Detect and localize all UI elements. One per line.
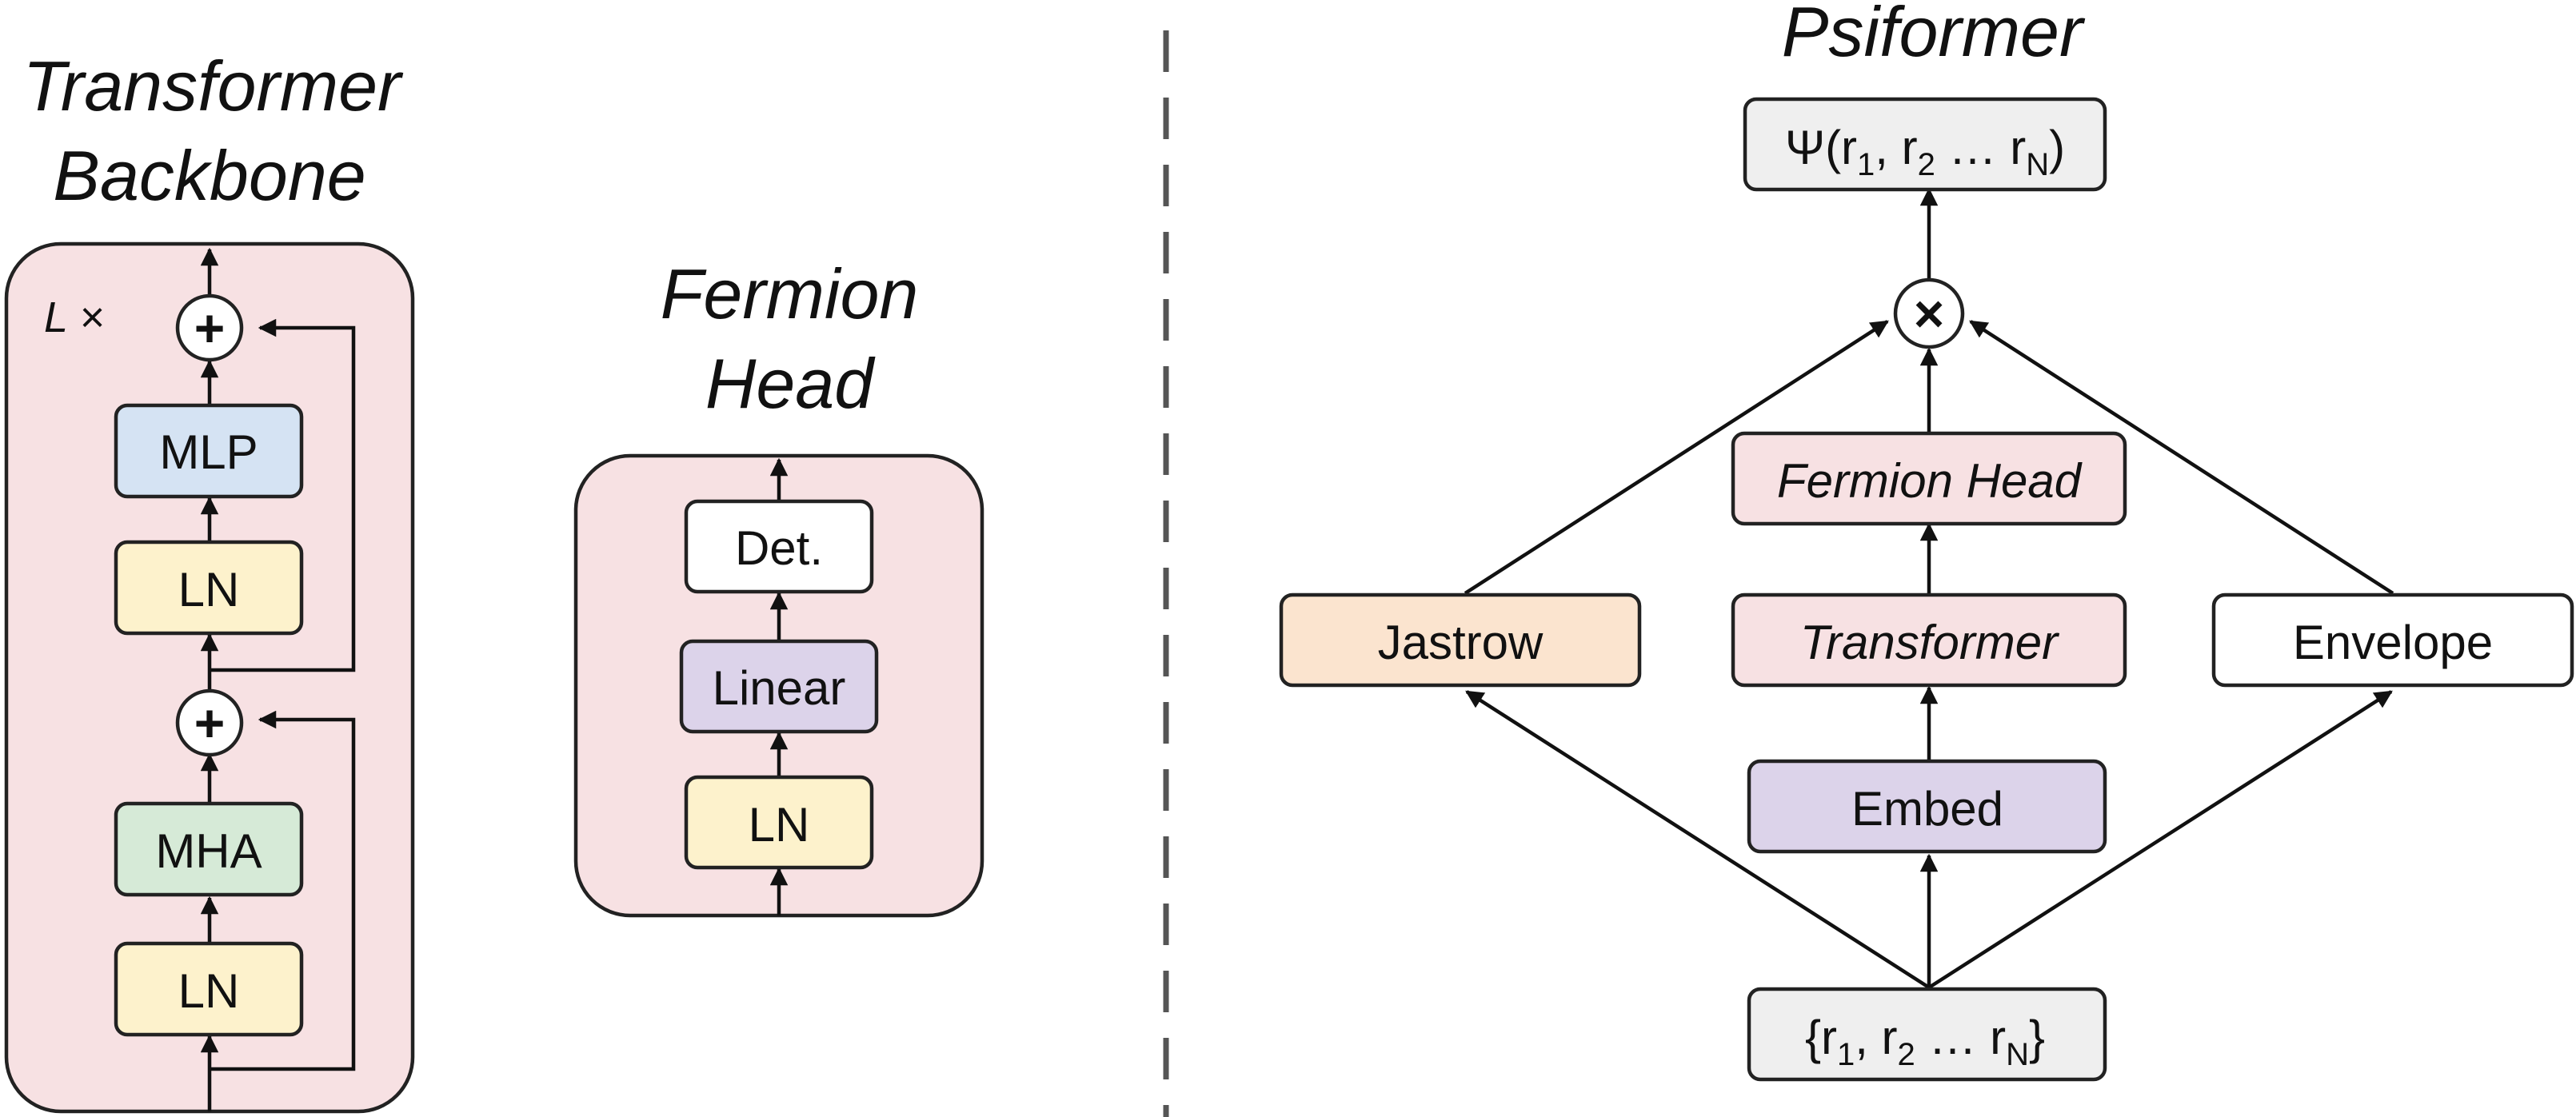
transformer-block-label: Transformer — [1800, 616, 2059, 669]
arrow-input-to-jastrow — [1465, 690, 1931, 989]
ln-label-bottom: LN — [178, 964, 240, 1018]
repeat-label: L × — [44, 293, 105, 341]
wavefunction-output-label: Ψ(r1, r2 … rN) — [1785, 121, 2065, 182]
jastrow-block-label: Jastrow — [1378, 616, 1544, 669]
embed-block-label: Embed — [1851, 782, 2003, 836]
residual-skip-bottom — [210, 710, 356, 1071]
transformer-block: Transformer — [1731, 592, 2127, 688]
arrow-jastrow-to-multiply — [1464, 320, 1889, 595]
transformer-backbone-panel: Transformer Backbone L × MLP LN MHA — [4, 46, 415, 1114]
ln-block-bottom: LN — [114, 941, 304, 1037]
fermion-ln-block: LN — [684, 775, 874, 870]
fermion-head-title-line1: Fermion — [661, 254, 919, 333]
embed-block: Embed — [1747, 759, 2107, 854]
wavefunction-output-box: Ψ(r1, r2 … rN) — [1743, 97, 2107, 192]
det-label: Det. — [735, 521, 823, 575]
psiformer-title: Psiformer — [1782, 0, 2086, 71]
electron-positions-input-box: {r1, r2 … rN} — [1747, 987, 2107, 1082]
mha-label: MHA — [155, 824, 262, 878]
fermion-head-title-line2: Head — [705, 344, 876, 423]
linear-label: Linear — [713, 661, 846, 715]
mha-block: MHA — [114, 801, 304, 897]
add-node-top: + — [175, 293, 244, 362]
add-symbol-bottom: + — [194, 693, 226, 752]
fermion-head-block-label: Fermion Head — [1777, 454, 2083, 508]
electron-positions-input-label: {r1, r2 … rN} — [1805, 1011, 2045, 1072]
fermion-head-block: Fermion Head — [1731, 431, 2127, 526]
ln-block-top: LN — [114, 540, 304, 636]
jastrow-block: Jastrow — [1279, 592, 1642, 688]
mlp-block: MLP — [114, 403, 304, 499]
envelope-block: Envelope — [2211, 592, 2574, 688]
backbone-title-line1: Transformer — [23, 46, 404, 126]
psiformer-panel: Psiformer Ψ(r1, r2 … rN) × Fermion Head … — [1279, 0, 2574, 1082]
arrow-input-to-envelope — [1927, 690, 2393, 989]
mlp-label: MLP — [159, 425, 258, 479]
envelope-block-label: Envelope — [2293, 616, 2493, 669]
ln-label-top: LN — [178, 563, 240, 616]
add-node-bottom: + — [175, 688, 244, 757]
fermion-head-panel: Fermion Head Det. Linear LN — [573, 254, 984, 918]
det-block: Det. — [684, 499, 874, 594]
residual-skip-top — [210, 318, 356, 672]
fermion-ln-label: LN — [749, 798, 810, 852]
backbone-title-line2: Backbone — [53, 136, 365, 215]
multiply-node: × — [1893, 277, 1965, 349]
multiply-symbol: × — [1914, 284, 1945, 343]
linear-block: Linear — [679, 639, 879, 734]
arrow-envelope-to-multiply — [1969, 320, 2394, 595]
add-symbol-top: + — [194, 298, 226, 357]
